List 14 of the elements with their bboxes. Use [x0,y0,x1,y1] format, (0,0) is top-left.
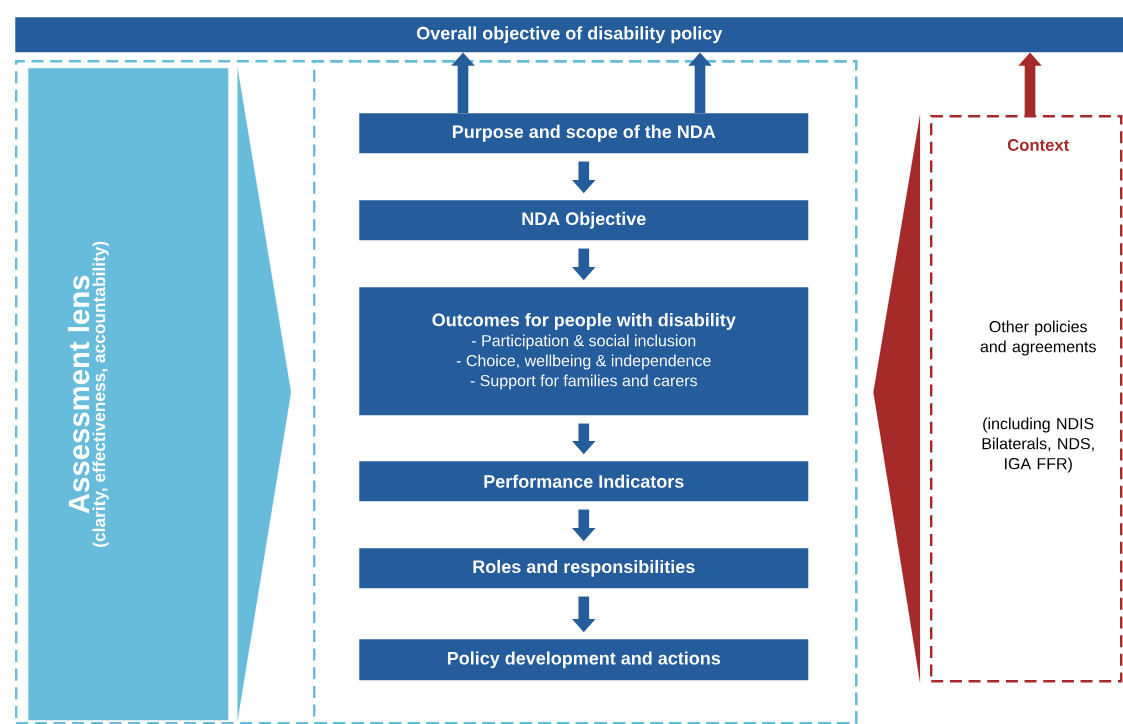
lens-panel: Assessment lens (clarity, effectiveness, accountability) [28,68,229,721]
process-box: NDA Objective [359,200,809,241]
context-box: Context Other policies and agreements (including NDIS Bilaterals, NDS, IGA FFR) [930,115,1123,683]
node-label: (clarity, effectiveness, accountability) [92,241,109,547]
process-box: Policy development and actions [359,639,809,681]
process-box: Roles and responsibilities [359,548,809,589]
process-box: Performance Indicators [359,461,809,502]
chevron-arrow [873,114,921,683]
node-label: Assessment lens [67,275,90,514]
chevron-arrow [237,67,292,721]
dashed-frame [15,60,858,724]
process-box: Outcomes for people with disability - Participation & social inclusion - Choice, wellbeing & independence - Support for families and carers [359,287,809,416]
dashed-frame [313,60,858,724]
process-box: Purpose and scope of the NDA [359,113,809,154]
